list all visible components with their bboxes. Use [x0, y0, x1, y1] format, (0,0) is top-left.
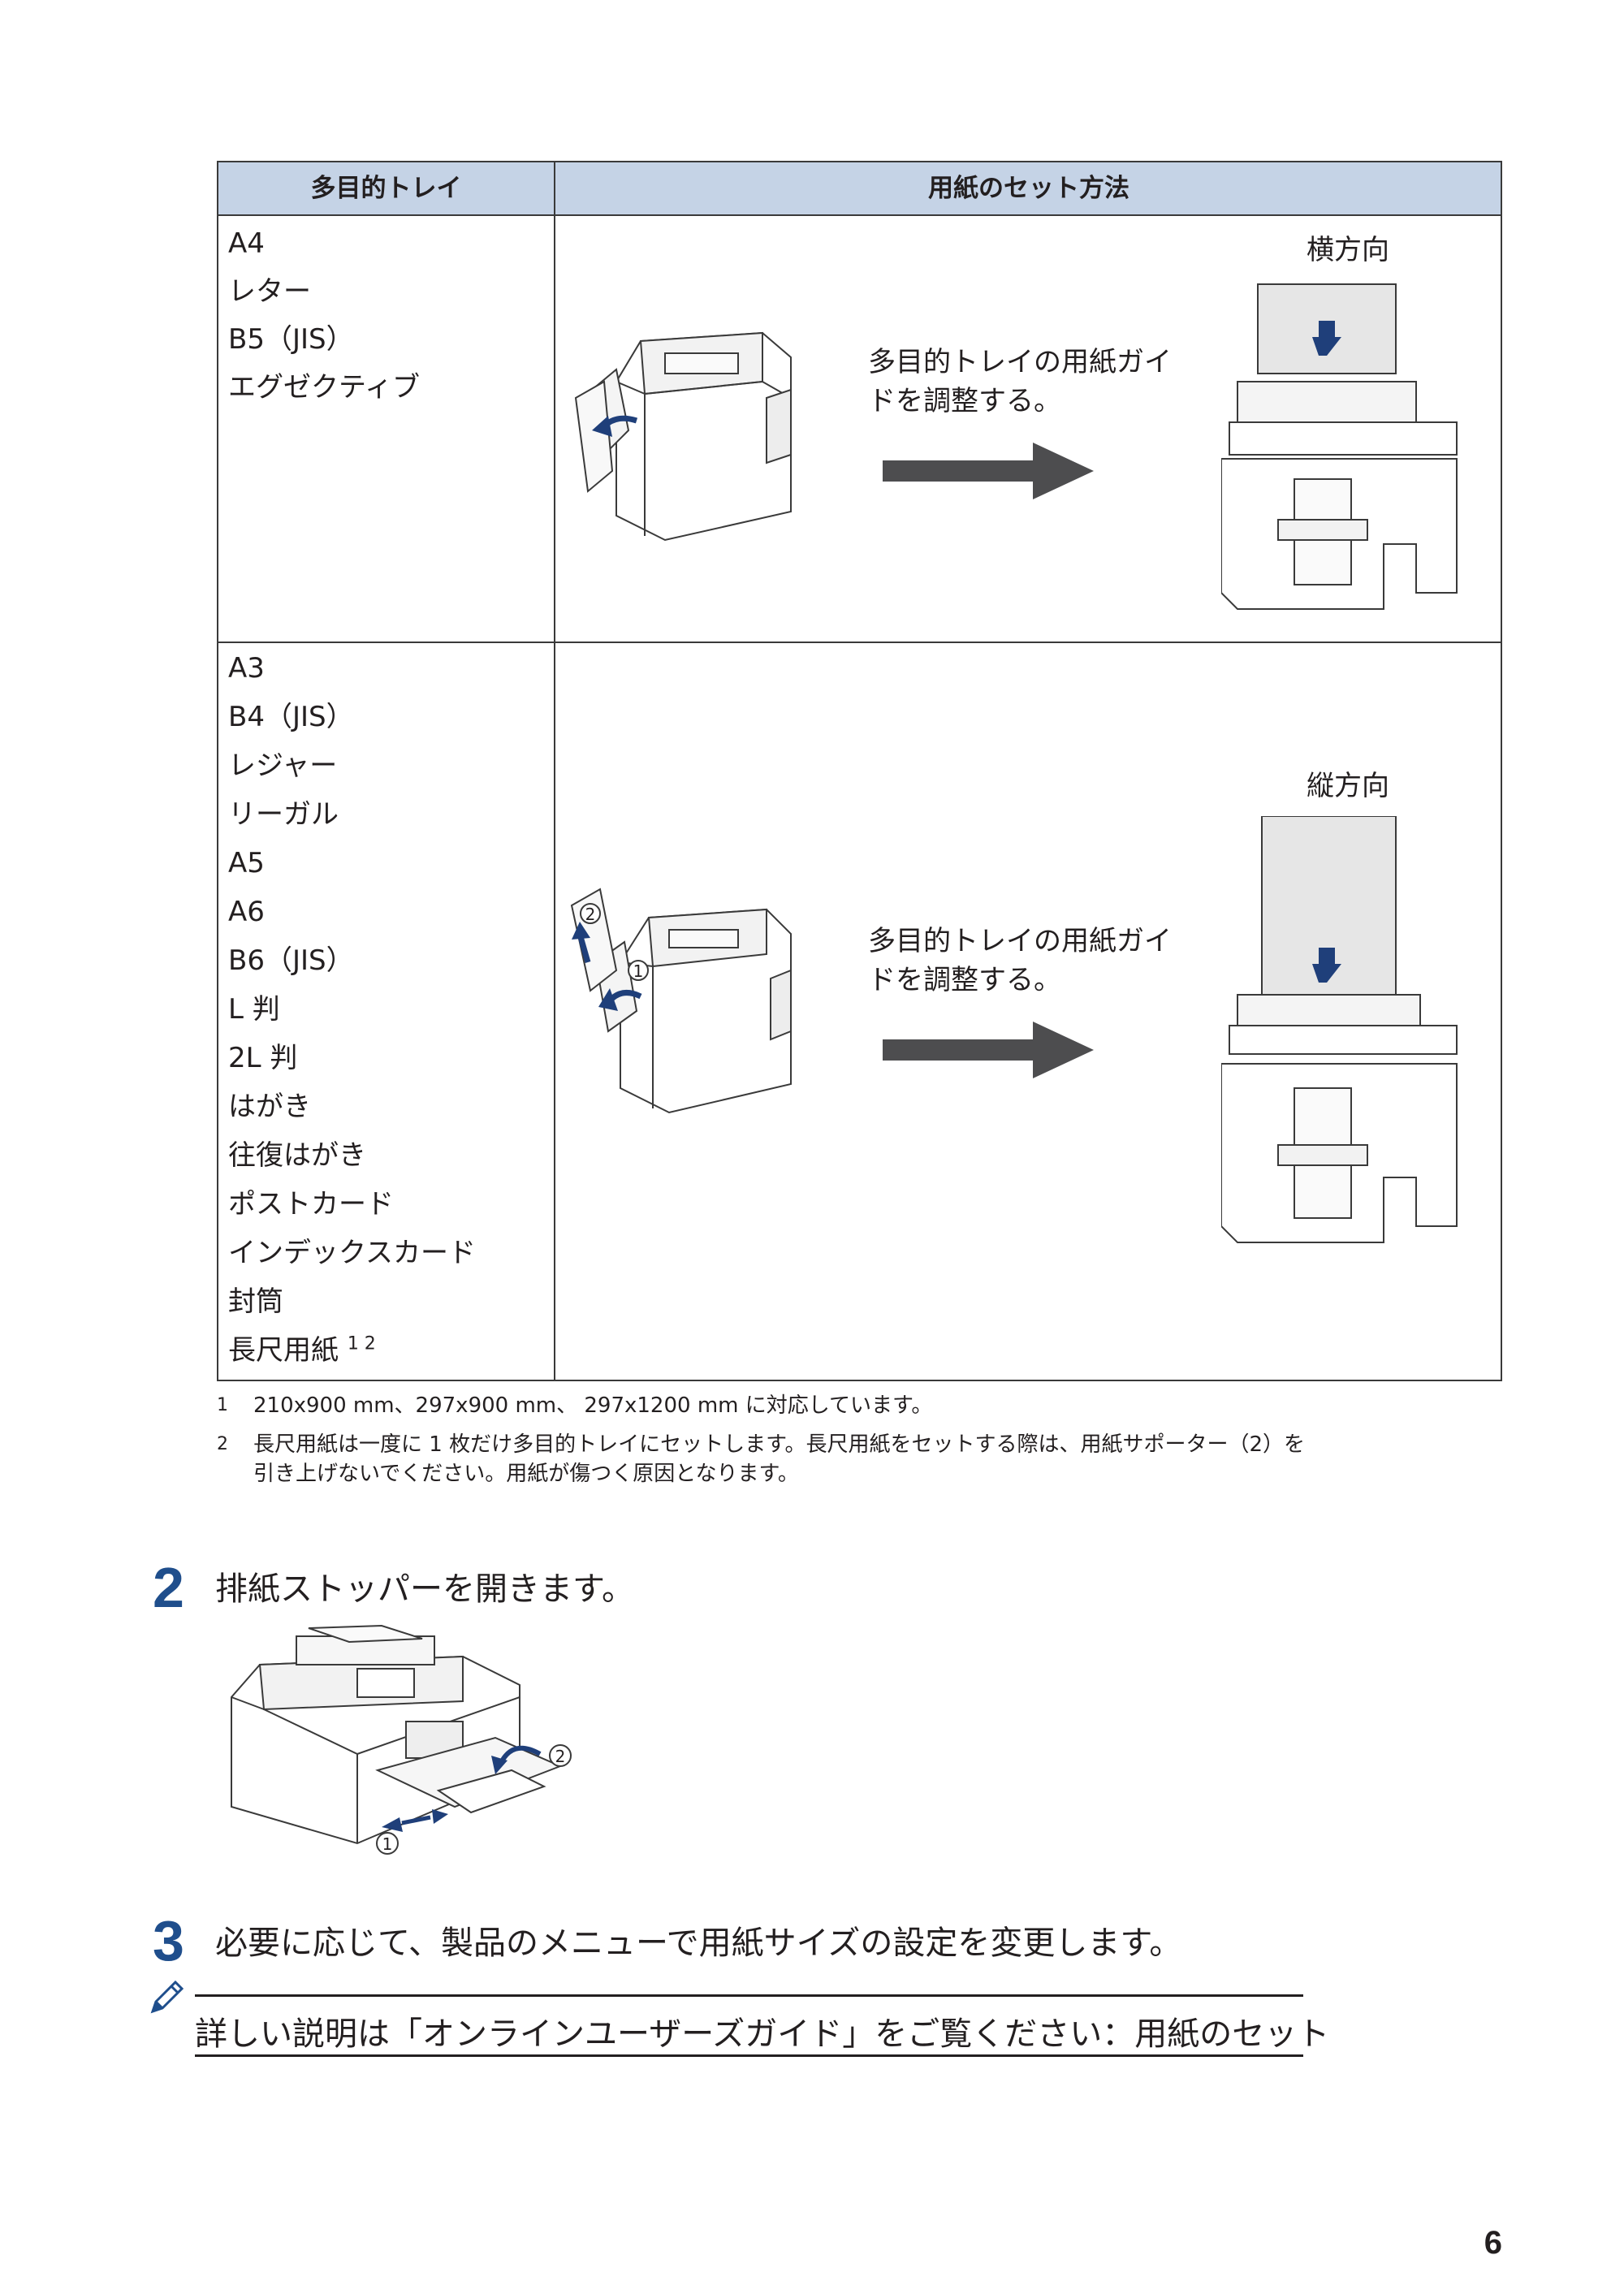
column-divider	[554, 162, 555, 1380]
guide-caption-line1: 多目的トレイの用紙ガイ	[868, 925, 1172, 957]
paper-loading-table: 多目的トレイ 用紙のセット方法 A4 レター B5（JIS） エグゼクティブ A…	[217, 161, 1502, 1381]
step-number: 2	[153, 1556, 184, 1619]
size-item: 往復はがき	[228, 1139, 366, 1172]
size-item: L 判	[228, 993, 280, 1026]
guide-caption-line2: ドを調整する。	[868, 964, 1061, 996]
step-instruction: 排紙ストッパーを開きます。	[215, 1570, 634, 1608]
header-multipurpose-tray: 多目的トレイ	[310, 174, 462, 203]
marker-2-label: 2	[555, 1747, 566, 1766]
printer-tray-support-raised-illustration: 2 1	[570, 888, 792, 1114]
footnote-number: 1	[217, 1395, 228, 1415]
size-item-long-paper: 長尺用紙 1 2	[228, 1333, 376, 1367]
right-arrow-icon	[883, 443, 1094, 499]
size-item: A5	[228, 847, 265, 879]
size-item: エグゼクティブ	[228, 371, 420, 404]
size-item: レター	[228, 275, 311, 308]
table-header-row: 多目的トレイ 用紙のセット方法	[218, 162, 1501, 216]
size-item: A6	[228, 896, 265, 928]
marker-1-label: 1	[633, 961, 644, 981]
footnote-text: 長尺用紙は一度に 1 枚だけ多目的トレイにセットします。長尺用紙をセットする際は…	[253, 1432, 1306, 1457]
size-item: A4	[228, 227, 265, 260]
footnote-text-continued: 引き上げないでください。用紙が傷つく原因となります。	[253, 1462, 799, 1486]
size-item: B6（JIS）	[228, 944, 354, 977]
right-arrow-icon	[883, 1022, 1094, 1078]
output-stopper-illustration: 2 1	[231, 1624, 572, 1855]
tray-portrait-paper-illustration	[1229, 816, 1458, 1055]
step-number: 3	[153, 1909, 184, 1972]
orientation-label-portrait: 縦方向	[1307, 770, 1389, 802]
footnote-ref: 1 2	[347, 1333, 376, 1354]
size-item: リーガル	[228, 798, 339, 831]
footnote-number: 2	[217, 1434, 228, 1454]
size-item: インデックスカード	[228, 1237, 476, 1269]
step-instruction: 必要に応じて、製品のメニューで用紙サイズの設定を変更します。	[215, 1925, 1182, 1962]
footnote-text: 210x900 mm、297x900 mm、 297x1200 mm に対応して…	[253, 1393, 933, 1418]
guide-caption-line2: ドを調整する。	[868, 385, 1061, 417]
tray-base-illustration	[1221, 1063, 1458, 1243]
size-item: レジャー	[228, 750, 338, 782]
note-bottom-rule	[195, 2054, 1303, 2057]
size-item: B4（JIS）	[228, 701, 354, 733]
guide-caption-line1: 多目的トレイの用紙ガイ	[868, 346, 1172, 378]
size-item: 2L 判	[228, 1042, 298, 1074]
note-top-rule	[195, 1994, 1303, 1997]
pencil-icon	[150, 1980, 184, 2014]
printer-tray-open-illustration	[574, 331, 792, 542]
size-item: B5（JIS）	[228, 323, 354, 356]
orientation-label-landscape: 横方向	[1307, 234, 1389, 266]
marker-1-label: 1	[382, 1834, 393, 1854]
tray-landscape-paper-illustration	[1221, 283, 1458, 610]
size-item: 封筒	[228, 1285, 283, 1318]
row-divider	[218, 642, 1501, 643]
size-item: ポストカード	[228, 1188, 394, 1220]
header-loading-method: 用紙のセット方法	[928, 174, 1129, 203]
marker-2-label: 2	[585, 905, 596, 924]
page-number: 6	[1484, 2225, 1502, 2261]
note-text: 詳しい説明は「オンラインユーザーズガイド」をご覧ください：用紙のセット	[195, 2015, 1330, 2053]
size-item: はがき	[228, 1091, 311, 1123]
size-item: A3	[228, 652, 265, 685]
